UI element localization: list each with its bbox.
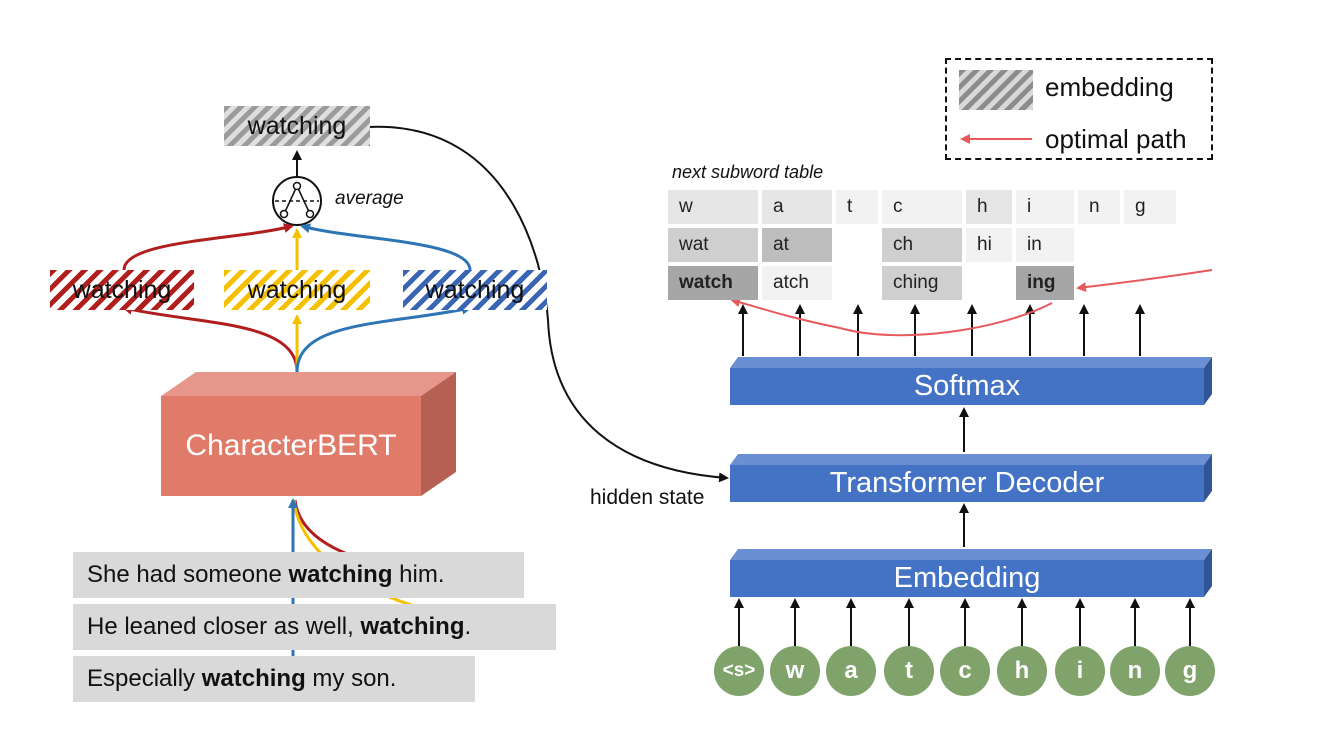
token-arrows	[734, 598, 1195, 646]
table-cell: i	[1016, 190, 1074, 224]
token-bos: <s>	[714, 646, 764, 696]
yellow-word-embedding: watching	[224, 270, 370, 310]
softmax-label: Softmax	[913, 370, 1021, 402]
table-cell: g	[1124, 190, 1176, 224]
token-i: i	[1055, 646, 1105, 696]
legend-embedding-swatch	[959, 70, 1033, 110]
subword-table-caption: next subword table	[672, 162, 824, 182]
average-label: average	[335, 188, 404, 209]
table-cell: in	[1016, 228, 1074, 262]
token-n: n	[1110, 646, 1160, 696]
characterbert-block-3d	[161, 372, 456, 496]
table-cell-selected: ing	[1016, 266, 1074, 300]
token-w: w	[770, 646, 820, 696]
sentence-1-post: him.	[392, 561, 445, 588]
sentence-2-post: .	[464, 613, 472, 640]
sentence-1: She had someone watching him.	[73, 552, 524, 598]
table-cell: ching	[882, 266, 962, 300]
sentence-3-target: watching	[201, 665, 306, 692]
table-cell: atch	[762, 266, 832, 300]
sentence-1-pre: She had someone	[87, 561, 289, 588]
legend-optimal-path-label: optimal path	[1045, 124, 1187, 154]
softmax-output-arrows	[738, 304, 1145, 356]
sentence-2: He leaned closer as well, watching.	[73, 604, 556, 650]
table-cell: c	[882, 190, 962, 224]
yellow-word-label: watching	[247, 276, 347, 304]
blue-word-embedding: watching	[403, 270, 547, 310]
sentence-3-pre: Especially	[87, 665, 202, 692]
token-h: h	[997, 646, 1047, 696]
sentence-3: Especially watching my son.	[73, 656, 475, 702]
sentence-3-post: my son.	[305, 665, 397, 692]
token-g: g	[1165, 646, 1215, 696]
token-t: t	[884, 646, 934, 696]
embedding-block-3d	[730, 549, 1212, 597]
legend-embedding-label: embedding	[1045, 72, 1174, 102]
legend-box: embedding optimal path	[945, 58, 1213, 160]
sentence-2-pre: He leaned closer as well,	[87, 613, 361, 640]
table-cell: wat	[668, 228, 758, 262]
hidden-state-label: hidden state	[590, 486, 705, 509]
optimal-path-arrow-2	[730, 297, 1053, 337]
averaged-word-label: watching	[247, 112, 347, 140]
sentence-2-target: watching	[360, 613, 465, 640]
table-cell-selected: watch	[668, 266, 758, 300]
table-cell: n	[1078, 190, 1120, 224]
table-cell: at	[762, 228, 832, 262]
table-cell: h	[966, 190, 1012, 224]
table-cell: ch	[882, 228, 962, 262]
token-c: c	[940, 646, 990, 696]
table-cell: w	[668, 190, 758, 224]
sentence-1-target: watching	[288, 561, 393, 588]
red-word-embedding: watching	[50, 270, 194, 310]
table-cell: t	[836, 190, 878, 224]
average-icon	[272, 176, 322, 226]
averaged-word-embedding: watching	[224, 106, 370, 146]
embedding-layer-label: Embedding	[893, 562, 1041, 594]
red-word-label: watching	[72, 276, 172, 304]
token-a: a	[826, 646, 876, 696]
characterbert-label: CharacterBERT	[185, 429, 397, 462]
table-cell: hi	[966, 228, 1012, 262]
transformer-decoder-label: Transformer Decoder	[829, 467, 1105, 499]
decoder-block-3d	[730, 454, 1212, 502]
table-cell: a	[762, 190, 832, 224]
optimal-path-arrow-1	[1076, 269, 1213, 293]
softmax-block-3d	[730, 357, 1212, 405]
blue-word-label: watching	[425, 276, 525, 304]
